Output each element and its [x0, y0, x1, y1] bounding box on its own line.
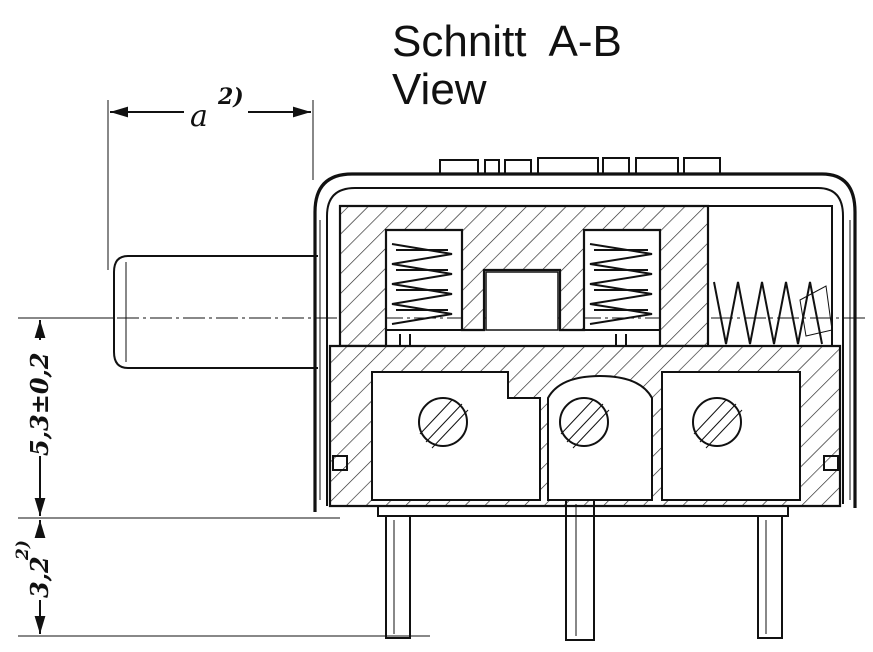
top-contacts [439, 157, 721, 175]
dimension-pin-length: 3,2 2) [13, 520, 430, 637]
base-plate [377, 505, 789, 517]
right-spring [583, 229, 661, 331]
section-subtitle: View [392, 65, 487, 114]
return-spring [707, 205, 833, 347]
foot-left [332, 455, 348, 471]
pin-left [385, 516, 411, 639]
dimension-pin-label: 3,2 [25, 556, 54, 598]
dimension-a: a 2) [107, 84, 314, 270]
actuator-shaft [113, 255, 318, 369]
dimension-height: 5,3±0,2 [18, 317, 340, 519]
rivet-center [559, 397, 610, 449]
slider-pocket [485, 271, 559, 331]
rivet-right [692, 397, 743, 449]
pin-center [565, 500, 595, 641]
dimension-a-label: a [190, 99, 208, 134]
pin-right [757, 516, 783, 639]
rivet-left [418, 397, 469, 449]
dimension-height-label: 5,3±0,2 [25, 352, 54, 456]
section-title: Schnitt A-B [392, 17, 622, 66]
left-spring [385, 229, 463, 331]
terminal-housings [371, 371, 801, 501]
foot-right [823, 455, 839, 471]
dimension-a-note: 2) [217, 84, 244, 110]
dimension-pin-note: 2) [13, 540, 33, 561]
